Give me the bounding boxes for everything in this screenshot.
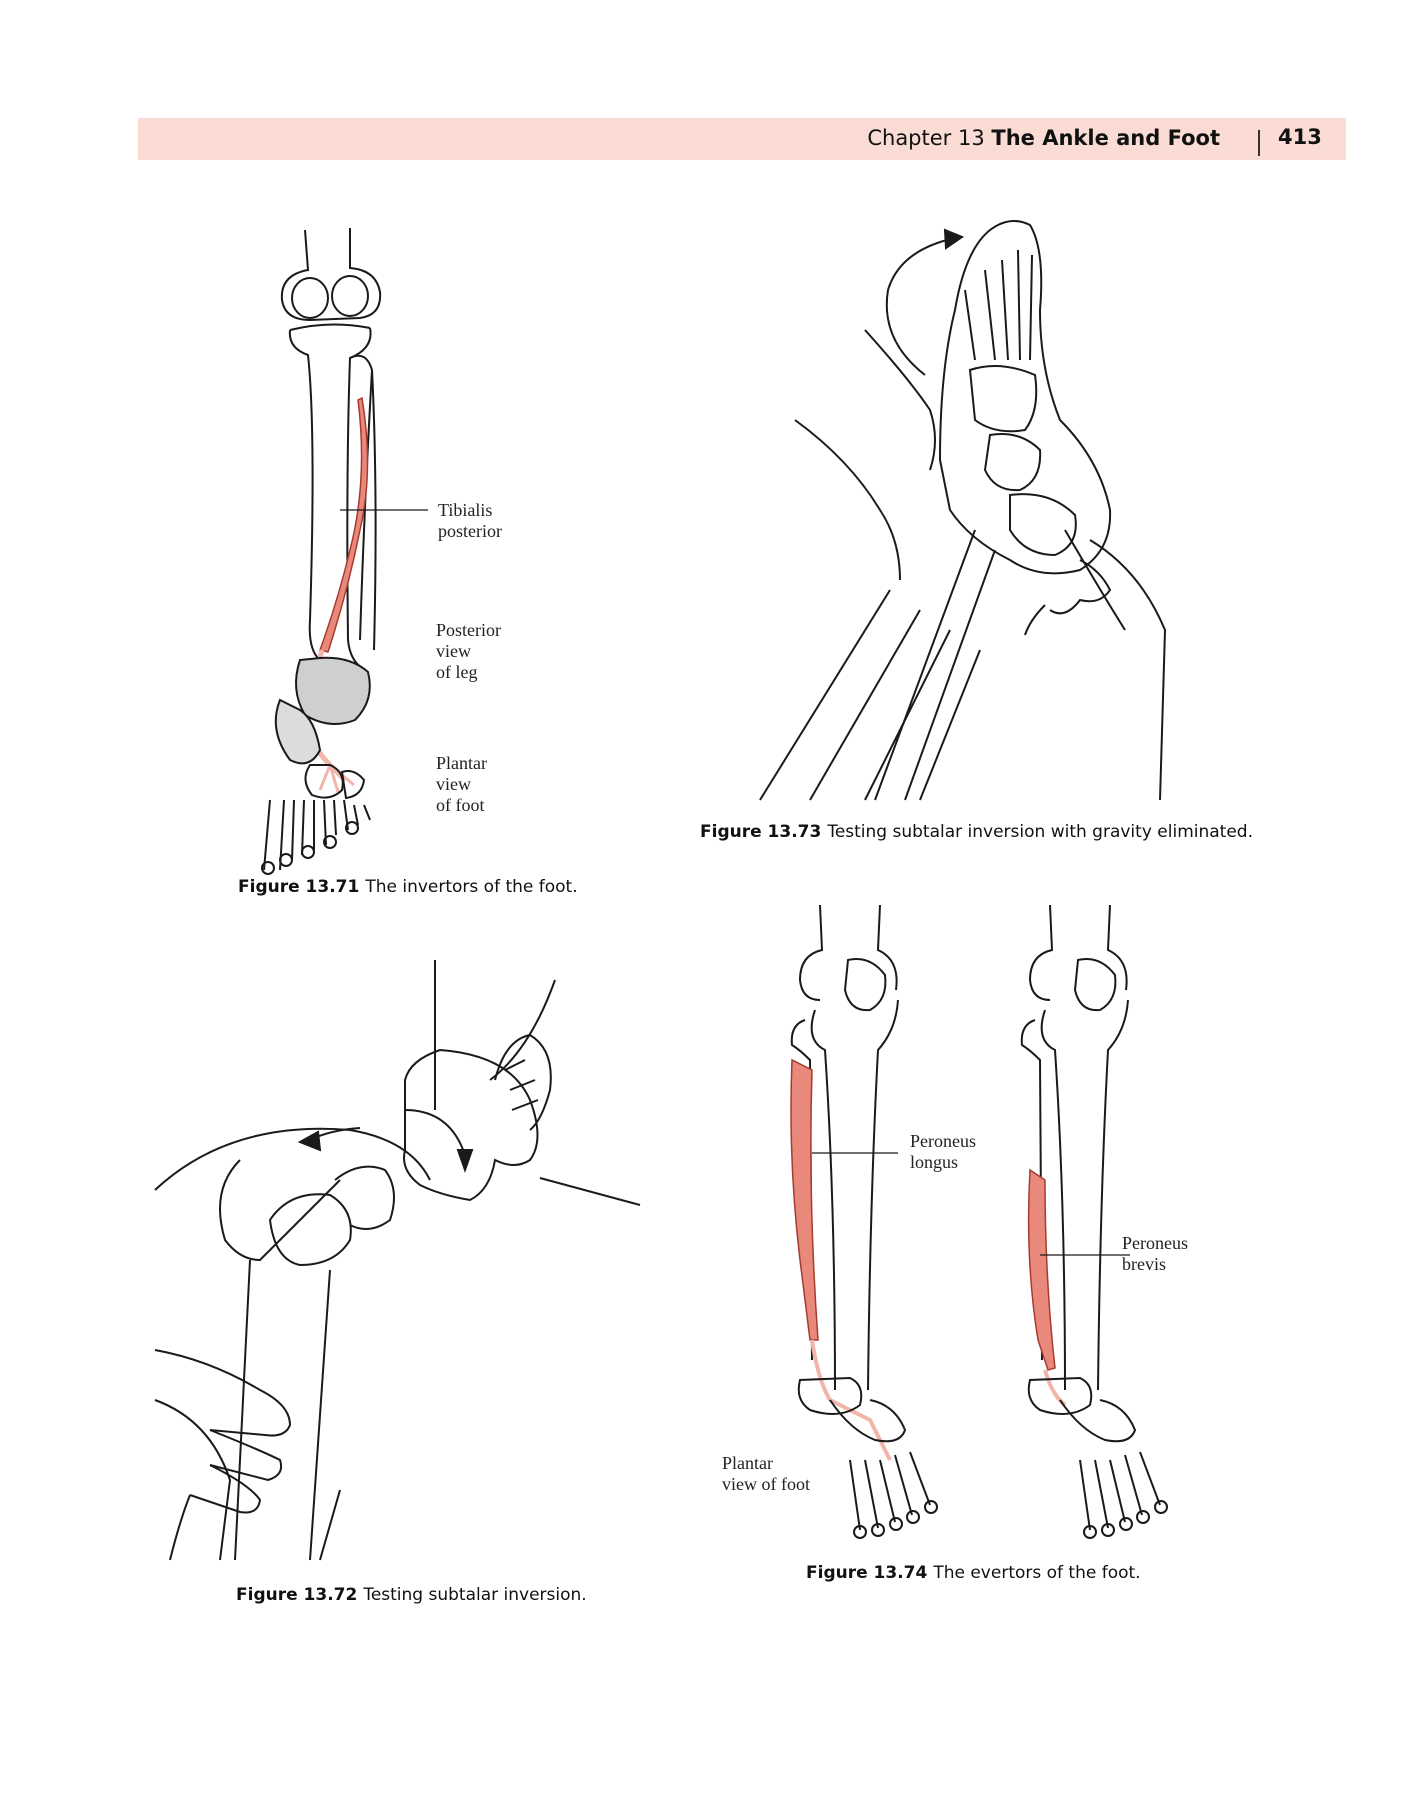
subtalar-inversion-test-illustration xyxy=(154,960,641,1561)
evertors-illustration xyxy=(790,904,1168,1539)
label-posterior-view-of-leg: Posterior view of leg xyxy=(436,620,501,682)
label-plantar-view-of-foot: Plantar view of foot xyxy=(436,753,487,815)
figure-13-73 xyxy=(740,210,1210,810)
chapter-title: The Ankle and Foot xyxy=(991,126,1220,150)
page-number: 413 xyxy=(1278,125,1322,149)
label-peroneus-brevis: Peroneus brevis xyxy=(1122,1233,1188,1274)
tibialis-posterior-illustration xyxy=(261,228,428,875)
inversion-gravity-eliminated-illustration xyxy=(759,220,1167,801)
figure-13-74: Peroneus longus Peroneus brevis Plantar … xyxy=(700,900,1300,1540)
chapter-label: Chapter 13 xyxy=(867,126,985,150)
figure-13-72 xyxy=(150,960,650,1561)
label-tibialis-posterior: Tibialis posterior xyxy=(438,500,502,541)
chapter-heading: Chapter 13 The Ankle and Foot xyxy=(867,126,1220,150)
label-peroneus-longus: Peroneus longus xyxy=(910,1131,976,1172)
label-plantar-view-of-foot-2: Plantar view of foot xyxy=(722,1453,810,1494)
header-divider xyxy=(1258,130,1260,156)
figure-13-71: Tibialis posterior Posterior view of leg… xyxy=(250,220,570,875)
running-header: Chapter 13 The Ankle and Foot 413 xyxy=(138,118,1346,160)
